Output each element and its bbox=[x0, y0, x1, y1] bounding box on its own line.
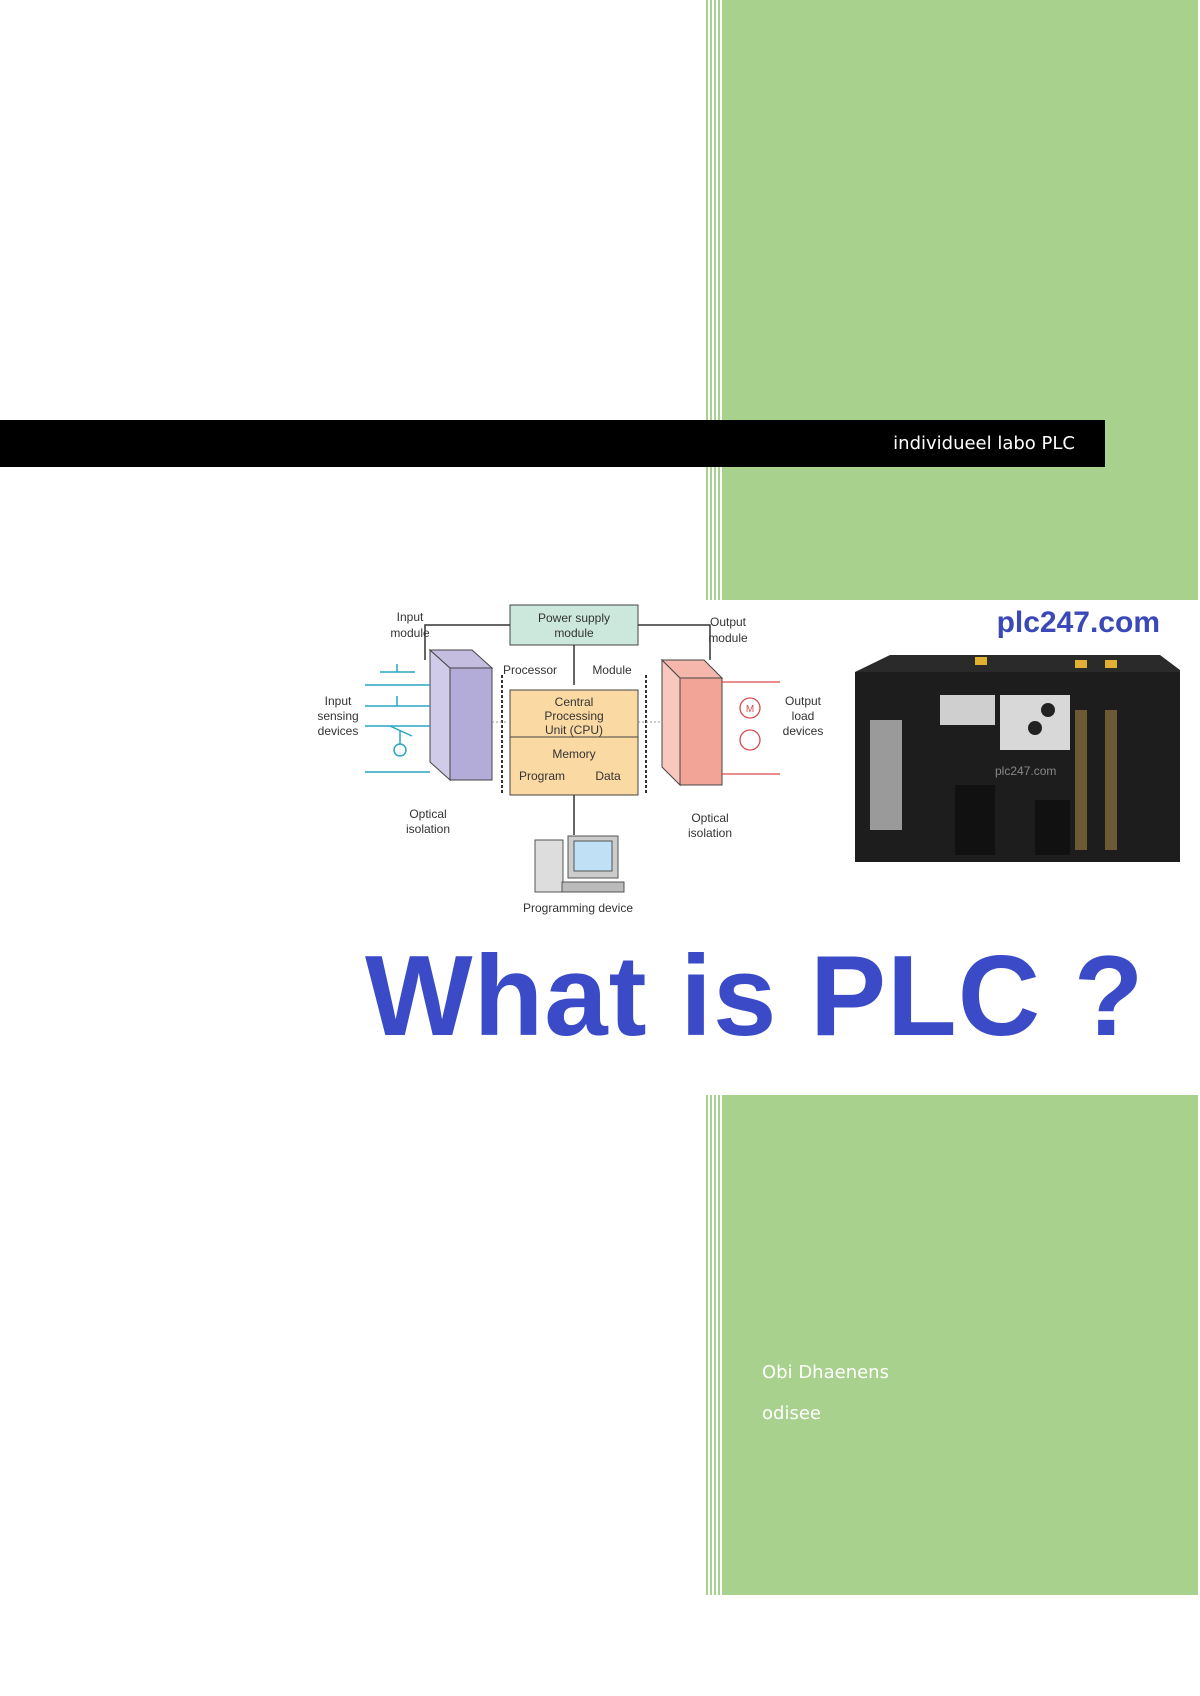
cpu-label: Central bbox=[555, 695, 594, 709]
output-module-label: Output bbox=[710, 615, 747, 629]
author-name: Obi Dhaenens bbox=[762, 1362, 889, 1383]
svg-text:Processing: Processing bbox=[544, 709, 603, 723]
upper-green-sidebar-block bbox=[706, 0, 1198, 600]
svg-text:isolation: isolation bbox=[688, 826, 732, 840]
svg-text:sensing: sensing bbox=[317, 709, 358, 723]
plc-hardware-photo: plc247.com bbox=[855, 655, 1180, 862]
svg-text:Input: Input bbox=[325, 694, 352, 708]
svg-text:Output: Output bbox=[785, 694, 822, 708]
computer-icon bbox=[534, 835, 625, 893]
decorative-stripes bbox=[706, 1095, 726, 1595]
subtitle-bar: individueel labo PLC bbox=[0, 420, 1105, 467]
cover-headline: What is PLC ? bbox=[365, 933, 1145, 1060]
decorative-stripes bbox=[706, 0, 726, 600]
site-label: plc247.com bbox=[996, 606, 1160, 639]
plc-diagram-figure: Power supply module Input module Input s… bbox=[300, 600, 1180, 930]
svg-text:Optical: Optical bbox=[691, 811, 728, 825]
svg-text:load: load bbox=[792, 709, 815, 723]
input-module-label: Input bbox=[397, 610, 424, 624]
svg-text:Data: Data bbox=[595, 769, 621, 783]
svg-text:M: M bbox=[746, 704, 754, 715]
output-load-icons: M bbox=[722, 681, 780, 775]
svg-text:Processor: Processor bbox=[503, 663, 557, 677]
svg-text:module: module bbox=[708, 631, 748, 645]
subtitle-text: individueel labo PLC bbox=[893, 433, 1075, 454]
input-switch-icons bbox=[365, 664, 430, 773]
svg-text:Programming device: Programming device bbox=[523, 901, 633, 915]
power-supply-label: Power supply bbox=[538, 611, 610, 625]
svg-text:Unit (CPU): Unit (CPU) bbox=[545, 723, 603, 737]
svg-text:Optical: Optical bbox=[409, 807, 446, 821]
svg-text:Program: Program bbox=[519, 769, 565, 783]
lower-green-sidebar-block bbox=[706, 1095, 1198, 1595]
svg-text:devices: devices bbox=[783, 724, 824, 738]
plc-block-diagram: Power supply module Input module Input s… bbox=[317, 604, 1180, 915]
svg-text:Memory: Memory bbox=[552, 747, 595, 761]
svg-text:plc247.com: plc247.com bbox=[995, 764, 1056, 778]
svg-text:module: module bbox=[390, 626, 430, 640]
svg-text:module: module bbox=[554, 626, 594, 640]
organization-name: odisee bbox=[762, 1403, 821, 1424]
svg-text:Module: Module bbox=[592, 663, 632, 677]
svg-text:devices: devices bbox=[318, 724, 359, 738]
svg-text:isolation: isolation bbox=[406, 822, 450, 836]
